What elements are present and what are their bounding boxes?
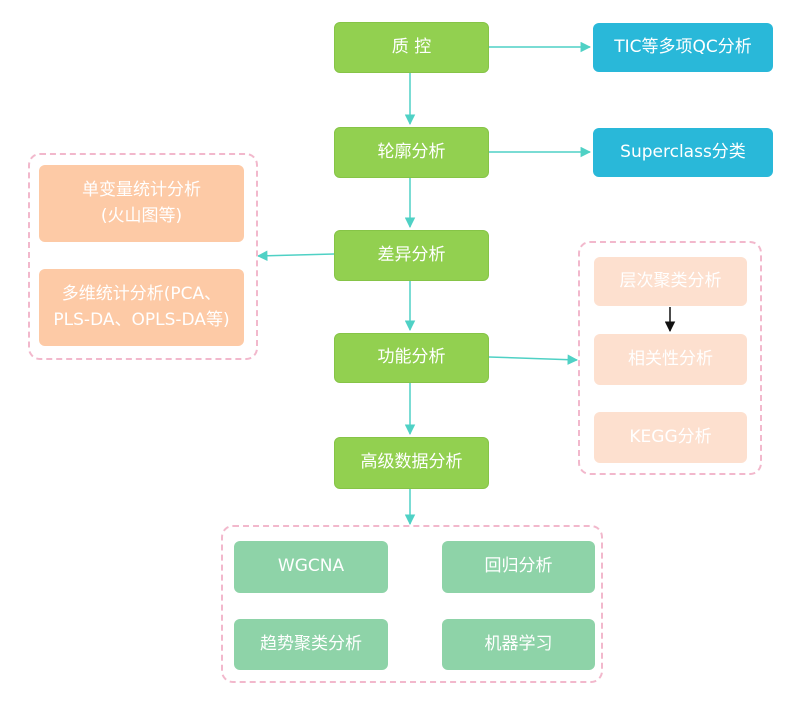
node-trend-clustering: 趋势聚类分析 xyxy=(234,619,388,670)
node-kegg-analysis: KEGG分析 xyxy=(594,412,747,463)
node-multivariate-analysis: 多维统计分析(PCA、 PLS-DA、OPLS-DA等) xyxy=(39,269,244,346)
node-advanced-analysis: 高级数据分析 xyxy=(334,437,489,489)
node-differential-analysis: 差异分析 xyxy=(334,230,489,281)
arrow-function-to-group xyxy=(488,354,579,365)
arrow-diff-to-group xyxy=(256,250,335,261)
node-machine-learning: 机器学习 xyxy=(442,619,595,670)
function-analysis-group xyxy=(578,241,762,475)
node-functional-analysis: 功能分析 xyxy=(334,333,489,383)
node-wgcna: WGCNA xyxy=(234,541,388,593)
node-qc-detail: TIC等多项QC分析 xyxy=(593,23,773,72)
node-univariate-analysis: 单变量统计分析 (火山图等) xyxy=(39,165,244,242)
advanced-analysis-group xyxy=(221,525,603,683)
node-hierarchical-clustering: 层次聚类分析 xyxy=(594,257,747,306)
diff-analysis-group xyxy=(28,153,258,360)
node-profile-analysis: 轮廓分析 xyxy=(334,127,489,178)
node-correlation-analysis: 相关性分析 xyxy=(594,334,747,385)
node-superclass: Superclass分类 xyxy=(593,128,773,177)
node-regression-analysis: 回归分析 xyxy=(442,541,595,593)
node-qc: 质 控 xyxy=(334,22,489,73)
